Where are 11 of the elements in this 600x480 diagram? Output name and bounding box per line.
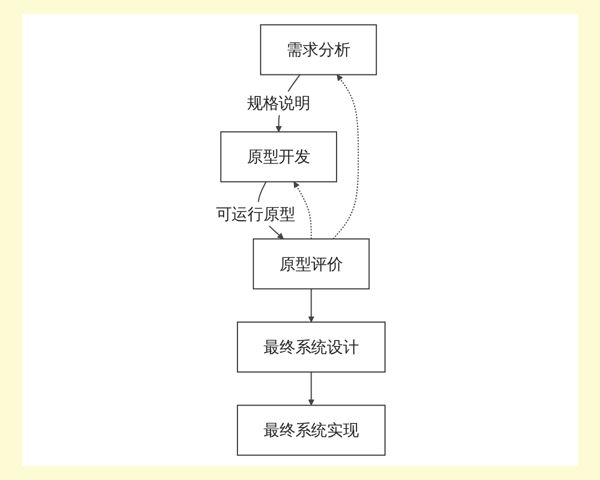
arrow xyxy=(308,288,314,322)
node-box: 最终系统实现 xyxy=(236,404,386,456)
node-box: 需求分析 xyxy=(260,24,376,76)
arrow xyxy=(332,74,358,240)
edge-label: 规格说明 xyxy=(246,94,310,112)
node-box: 原型评价 xyxy=(252,238,370,290)
node-box: 最终系统设计 xyxy=(236,322,386,373)
node-box: 原型开发 xyxy=(220,131,337,182)
arrow xyxy=(308,372,314,406)
edge-label: 可运行原型 xyxy=(215,204,295,223)
arrow xyxy=(293,181,312,239)
